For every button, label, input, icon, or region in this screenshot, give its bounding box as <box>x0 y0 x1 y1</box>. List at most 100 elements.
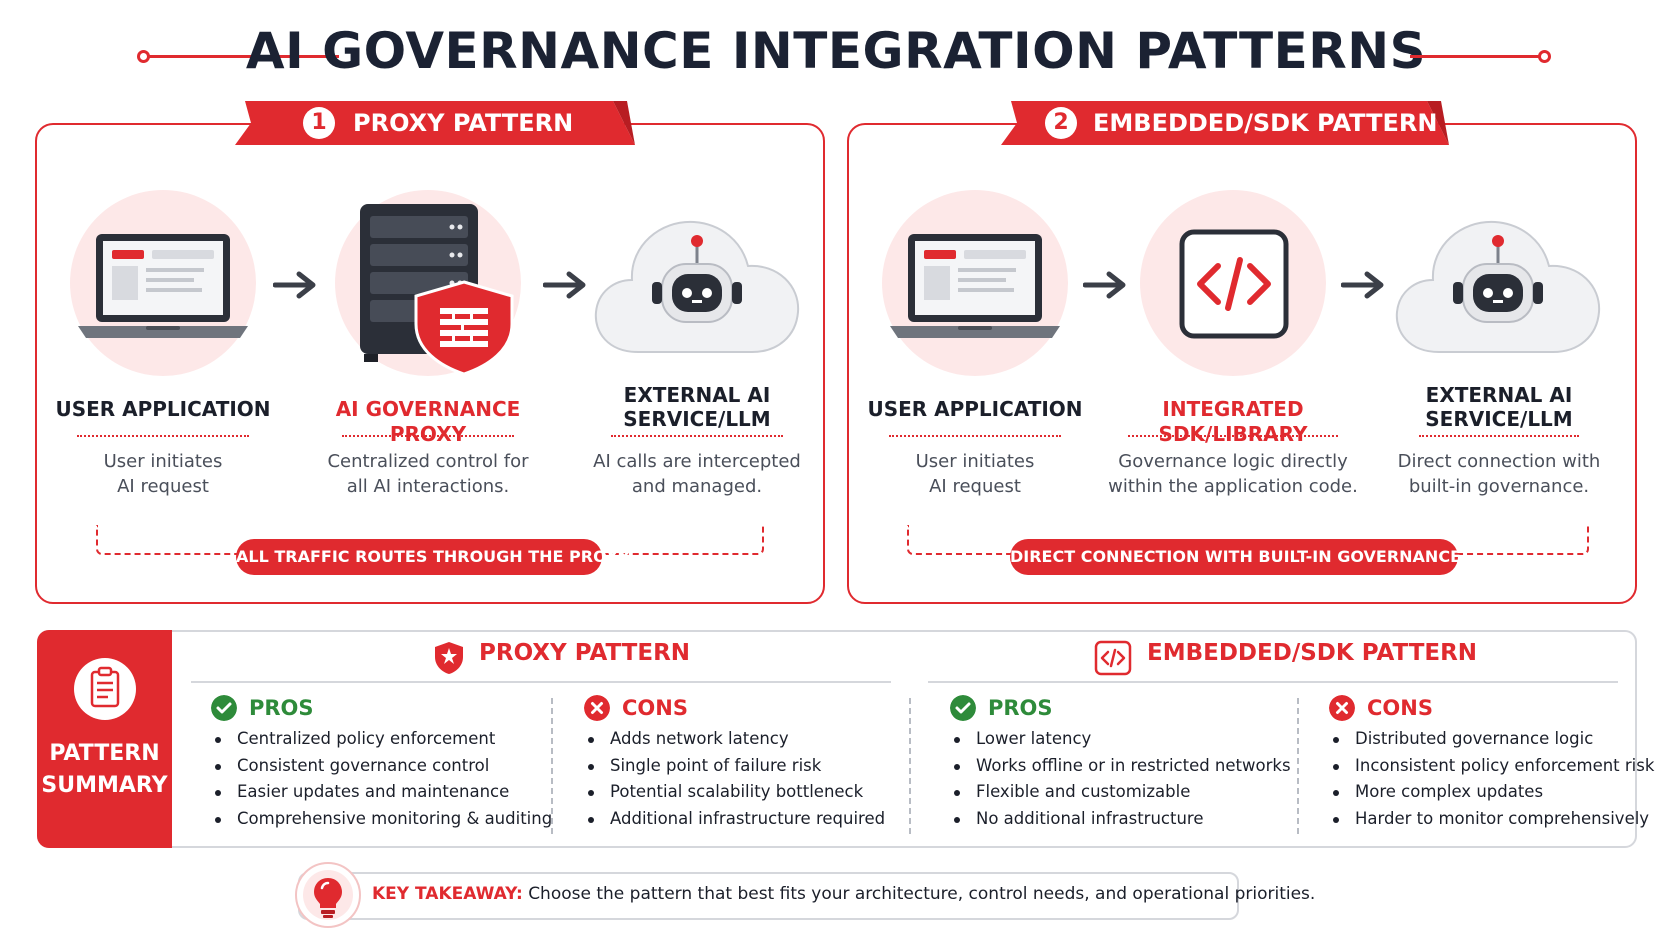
node-title: AI GOVERNANCE PROXY <box>335 397 521 446</box>
proxy-pattern-label: PROXY PATTERN <box>353 109 574 137</box>
title-decoration-left <box>137 50 339 63</box>
node-desc: User initiates <box>103 451 223 472</box>
key-takeaway-label: KEY TAKEAWAY: <box>372 884 523 904</box>
sdk-pros-column: PROS Lower latency Works offline or in r… <box>950 692 1300 832</box>
proxy-footer-pill: ALL TRAFFIC ROUTES THROUGH THE PROXY <box>236 539 630 575</box>
summary-sdk-rule <box>928 681 1618 683</box>
pros-label: PROS <box>988 696 1053 720</box>
x-circle-icon <box>1329 695 1355 721</box>
sdk-cons-column: CONS Distributed governance logic Incons… <box>1329 692 1672 832</box>
node-external-ai-service: EXTERNAL AI SERVICE/LLM AI calls are int… <box>572 383 822 505</box>
node-title: EXTERNAL AI <box>623 383 771 407</box>
cons-label: CONS <box>622 696 688 720</box>
pros-label: PROS <box>249 696 314 720</box>
column-divider <box>1297 698 1299 834</box>
list-item: Inconsistent policy enforcement risk <box>1329 753 1672 780</box>
node-desc: AI request <box>117 476 209 497</box>
node-desc: AI request <box>929 476 1021 497</box>
list-item: Flexible and customizable <box>950 779 1300 806</box>
node-divider <box>77 435 249 437</box>
node-title: INTEGRATED SDK/LIBRARY <box>1158 397 1308 446</box>
node-desc: and managed. <box>631 476 763 497</box>
list-item: More complex updates <box>1329 779 1672 806</box>
column-divider <box>551 698 553 834</box>
lightbulb-icon <box>295 862 361 928</box>
node-title: SERVICE/LLM <box>1425 407 1573 431</box>
check-circle-icon <box>950 695 976 721</box>
node-user-application: USER APPLICATION User initiates AI reque… <box>38 395 288 505</box>
summary-label: PATTERN SUMMARY <box>37 738 172 802</box>
node-desc: built-in governance. <box>1408 476 1590 497</box>
sdk-cons-list: Distributed governance logic Inconsisten… <box>1329 726 1672 832</box>
summary-proxy-heading: PROXY PATTERN <box>479 640 691 666</box>
list-item: Potential scalability bottleneck <box>584 779 934 806</box>
node-external-ai-service: EXTERNAL AI SERVICE/LLM Direct connectio… <box>1374 383 1624 505</box>
proxy-pattern-number: 1 <box>303 107 335 139</box>
sdk-pros-list: Lower latency Works offline or in restri… <box>950 726 1300 832</box>
list-item: Distributed governance logic <box>1329 726 1672 753</box>
summary-sdk-heading: EMBEDDED/SDK PATTERN <box>1147 640 1478 666</box>
list-item: Adds network latency <box>584 726 934 753</box>
summary-label-line: PATTERN <box>49 741 160 766</box>
proxy-pros-column: PROS Centralized policy enforcement Cons… <box>211 692 561 832</box>
summary-label-line: SUMMARY <box>41 773 168 798</box>
node-title: USER APPLICATION <box>867 397 1083 421</box>
node-desc: within the application code. <box>1108 476 1358 497</box>
list-item: Lower latency <box>950 726 1300 753</box>
list-item: Easier updates and maintenance <box>211 779 561 806</box>
proxy-cons-column: CONS Adds network latency Single point o… <box>584 692 934 832</box>
node-desc: all AI interactions. <box>346 476 510 497</box>
node-desc: Governance logic directly <box>1118 451 1348 472</box>
list-item: Single point of failure risk <box>584 753 934 780</box>
list-item: Additional infrastructure required <box>584 806 934 833</box>
key-takeaway-box <box>298 872 1239 920</box>
arrow-right-icon <box>543 271 586 299</box>
arrow-right-icon <box>1083 271 1126 299</box>
node-desc: Centralized control for <box>327 451 529 472</box>
node-ai-governance-proxy: AI GOVERNANCE PROXY Centralized control … <box>303 395 553 505</box>
cloud-robot-icon <box>1395 220 1601 353</box>
column-divider <box>909 698 911 834</box>
title-row: AI GOVERNANCE INTEGRATION PATTERNS <box>0 22 1672 92</box>
node-title: EXTERNAL AI <box>1425 383 1573 407</box>
node-integrated-sdk: INTEGRATED SDK/LIBRARY Governance logic … <box>1093 395 1373 505</box>
clipboard-icon <box>74 658 136 720</box>
x-circle-icon <box>584 695 610 721</box>
node-divider <box>889 435 1061 437</box>
node-desc: Direct connection with <box>1397 451 1601 472</box>
cons-heading: CONS <box>584 692 934 724</box>
arrow-right-icon <box>273 271 316 299</box>
server-shield-icon <box>360 204 514 374</box>
key-takeaway-text: KEY TAKEAWAY: Choose the pattern that be… <box>372 884 1315 904</box>
proxy-pros-list: Centralized policy enforcement Consisten… <box>211 726 561 832</box>
list-item: Works offline or in restricted networks <box>950 753 1300 780</box>
sdk-pattern-number: 2 <box>1045 107 1077 139</box>
node-user-application: USER APPLICATION User initiates AI reque… <box>850 395 1100 505</box>
arrow-right-icon <box>1341 271 1384 299</box>
list-item: Consistent governance control <box>211 753 561 780</box>
summary-sidebar: PATTERN SUMMARY <box>37 630 172 848</box>
pros-heading: PROS <box>950 692 1300 724</box>
list-item: No additional infrastructure <box>950 806 1300 833</box>
list-item: Comprehensive monitoring & auditing <box>211 806 561 833</box>
node-title: SERVICE/LLM <box>623 407 771 431</box>
cons-heading: CONS <box>1329 692 1672 724</box>
check-circle-icon <box>211 695 237 721</box>
laptop-icon <box>78 234 248 338</box>
code-icon <box>1179 229 1289 339</box>
key-takeaway-message: Choose the pattern that best fits your a… <box>528 884 1316 904</box>
laptop-icon <box>890 234 1060 338</box>
proxy-cons-list: Adds network latency Single point of fai… <box>584 726 934 832</box>
node-divider <box>1128 435 1338 437</box>
summary-proxy-rule <box>191 681 891 683</box>
node-desc: AI calls are intercepted <box>593 451 801 472</box>
node-divider <box>611 435 783 437</box>
sdk-footer-pill: DIRECT CONNECTION WITH BUILT-IN GOVERNAN… <box>1010 539 1461 575</box>
cloud-robot-icon <box>594 220 800 353</box>
node-divider <box>1419 435 1579 437</box>
node-divider <box>342 435 514 437</box>
pattern-summary <box>37 630 1637 848</box>
title-decoration-right <box>1410 50 1551 63</box>
page-title: AI GOVERNANCE INTEGRATION PATTERNS <box>245 22 1427 80</box>
list-item: Centralized policy enforcement <box>211 726 561 753</box>
